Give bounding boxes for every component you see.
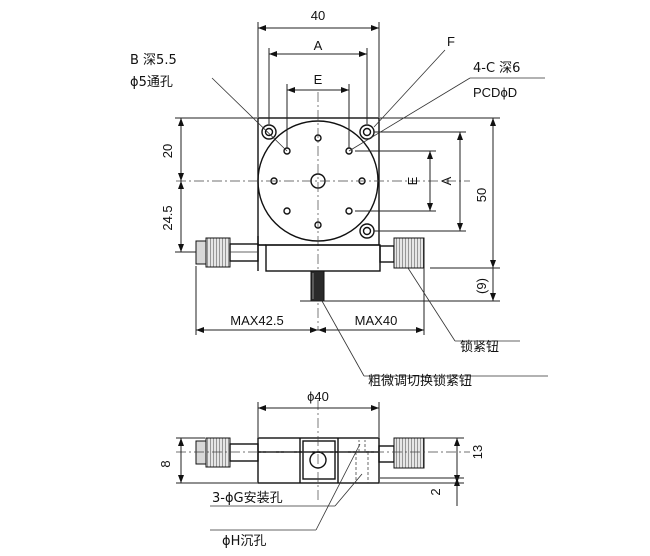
label-F: F <box>447 34 455 49</box>
dim-height-label: 50 <box>474 188 489 202</box>
dim-height-right-label: 13 <box>470 445 485 459</box>
dim-offset-label: (9) <box>474 278 489 294</box>
side-left-micrometer <box>195 437 259 468</box>
table-hole <box>345 207 353 215</box>
left-micrometer <box>195 237 259 268</box>
corner-hole-tl-inner <box>264 127 274 137</box>
dim-bottom-label: 2 <box>428 488 443 495</box>
label-B-line2: ϕ5通孔 <box>130 75 173 90</box>
dim-E-right-label: E <box>405 176 420 185</box>
dim-left-lower-label: 24.5 <box>160 205 175 230</box>
label-C-line1: 4-C 深6 <box>473 61 520 76</box>
label-C-line2: PCDϕD <box>473 85 517 100</box>
side-body <box>257 437 380 484</box>
corner-hole-tl <box>261 124 277 140</box>
label-fine-lock-knob: 粗微调切换锁紧钮 <box>368 373 472 389</box>
side-center-boss <box>302 440 336 480</box>
dim-A-right-label: A <box>439 176 454 185</box>
dim-width-label: 40 <box>311 8 325 23</box>
top-view: 40 A E E A 50 <box>130 8 548 389</box>
dim-E-top-label: E <box>314 72 323 87</box>
corner-hole-br <box>359 223 375 239</box>
dim-max-right-label: MAX40 <box>355 313 398 328</box>
corner-hole-br-inner <box>362 226 372 236</box>
dim-left-upper-label: 20 <box>160 144 175 158</box>
lock-knob-knurl <box>393 237 425 269</box>
micrometer-thimble <box>205 237 231 268</box>
dim-A-top-label: A <box>314 38 323 53</box>
right-lock-knob <box>379 237 425 269</box>
label-holes-line1: 3-ϕG安装孔 <box>212 491 283 506</box>
table-hole <box>283 207 291 215</box>
side-right-lock-knob <box>378 437 425 469</box>
dim-height-left-label: 8 <box>158 460 173 467</box>
dim-diameter-label: ϕ40 <box>307 389 329 404</box>
base-slide <box>265 244 381 272</box>
label-B-line1: B 深5.5 <box>130 53 177 68</box>
corner-hole-tr-inner <box>362 127 372 137</box>
dim-max-left-label: MAX42.5 <box>230 313 283 328</box>
label-lock-knob: 锁紧钮 <box>460 339 499 355</box>
label-holes-line2: ϕH沉孔 <box>222 534 266 549</box>
micrometer-sleeve <box>229 243 259 262</box>
side-view: ϕ40 8 13 2 3-ϕG安装孔 ϕH沉孔 <box>158 389 485 549</box>
